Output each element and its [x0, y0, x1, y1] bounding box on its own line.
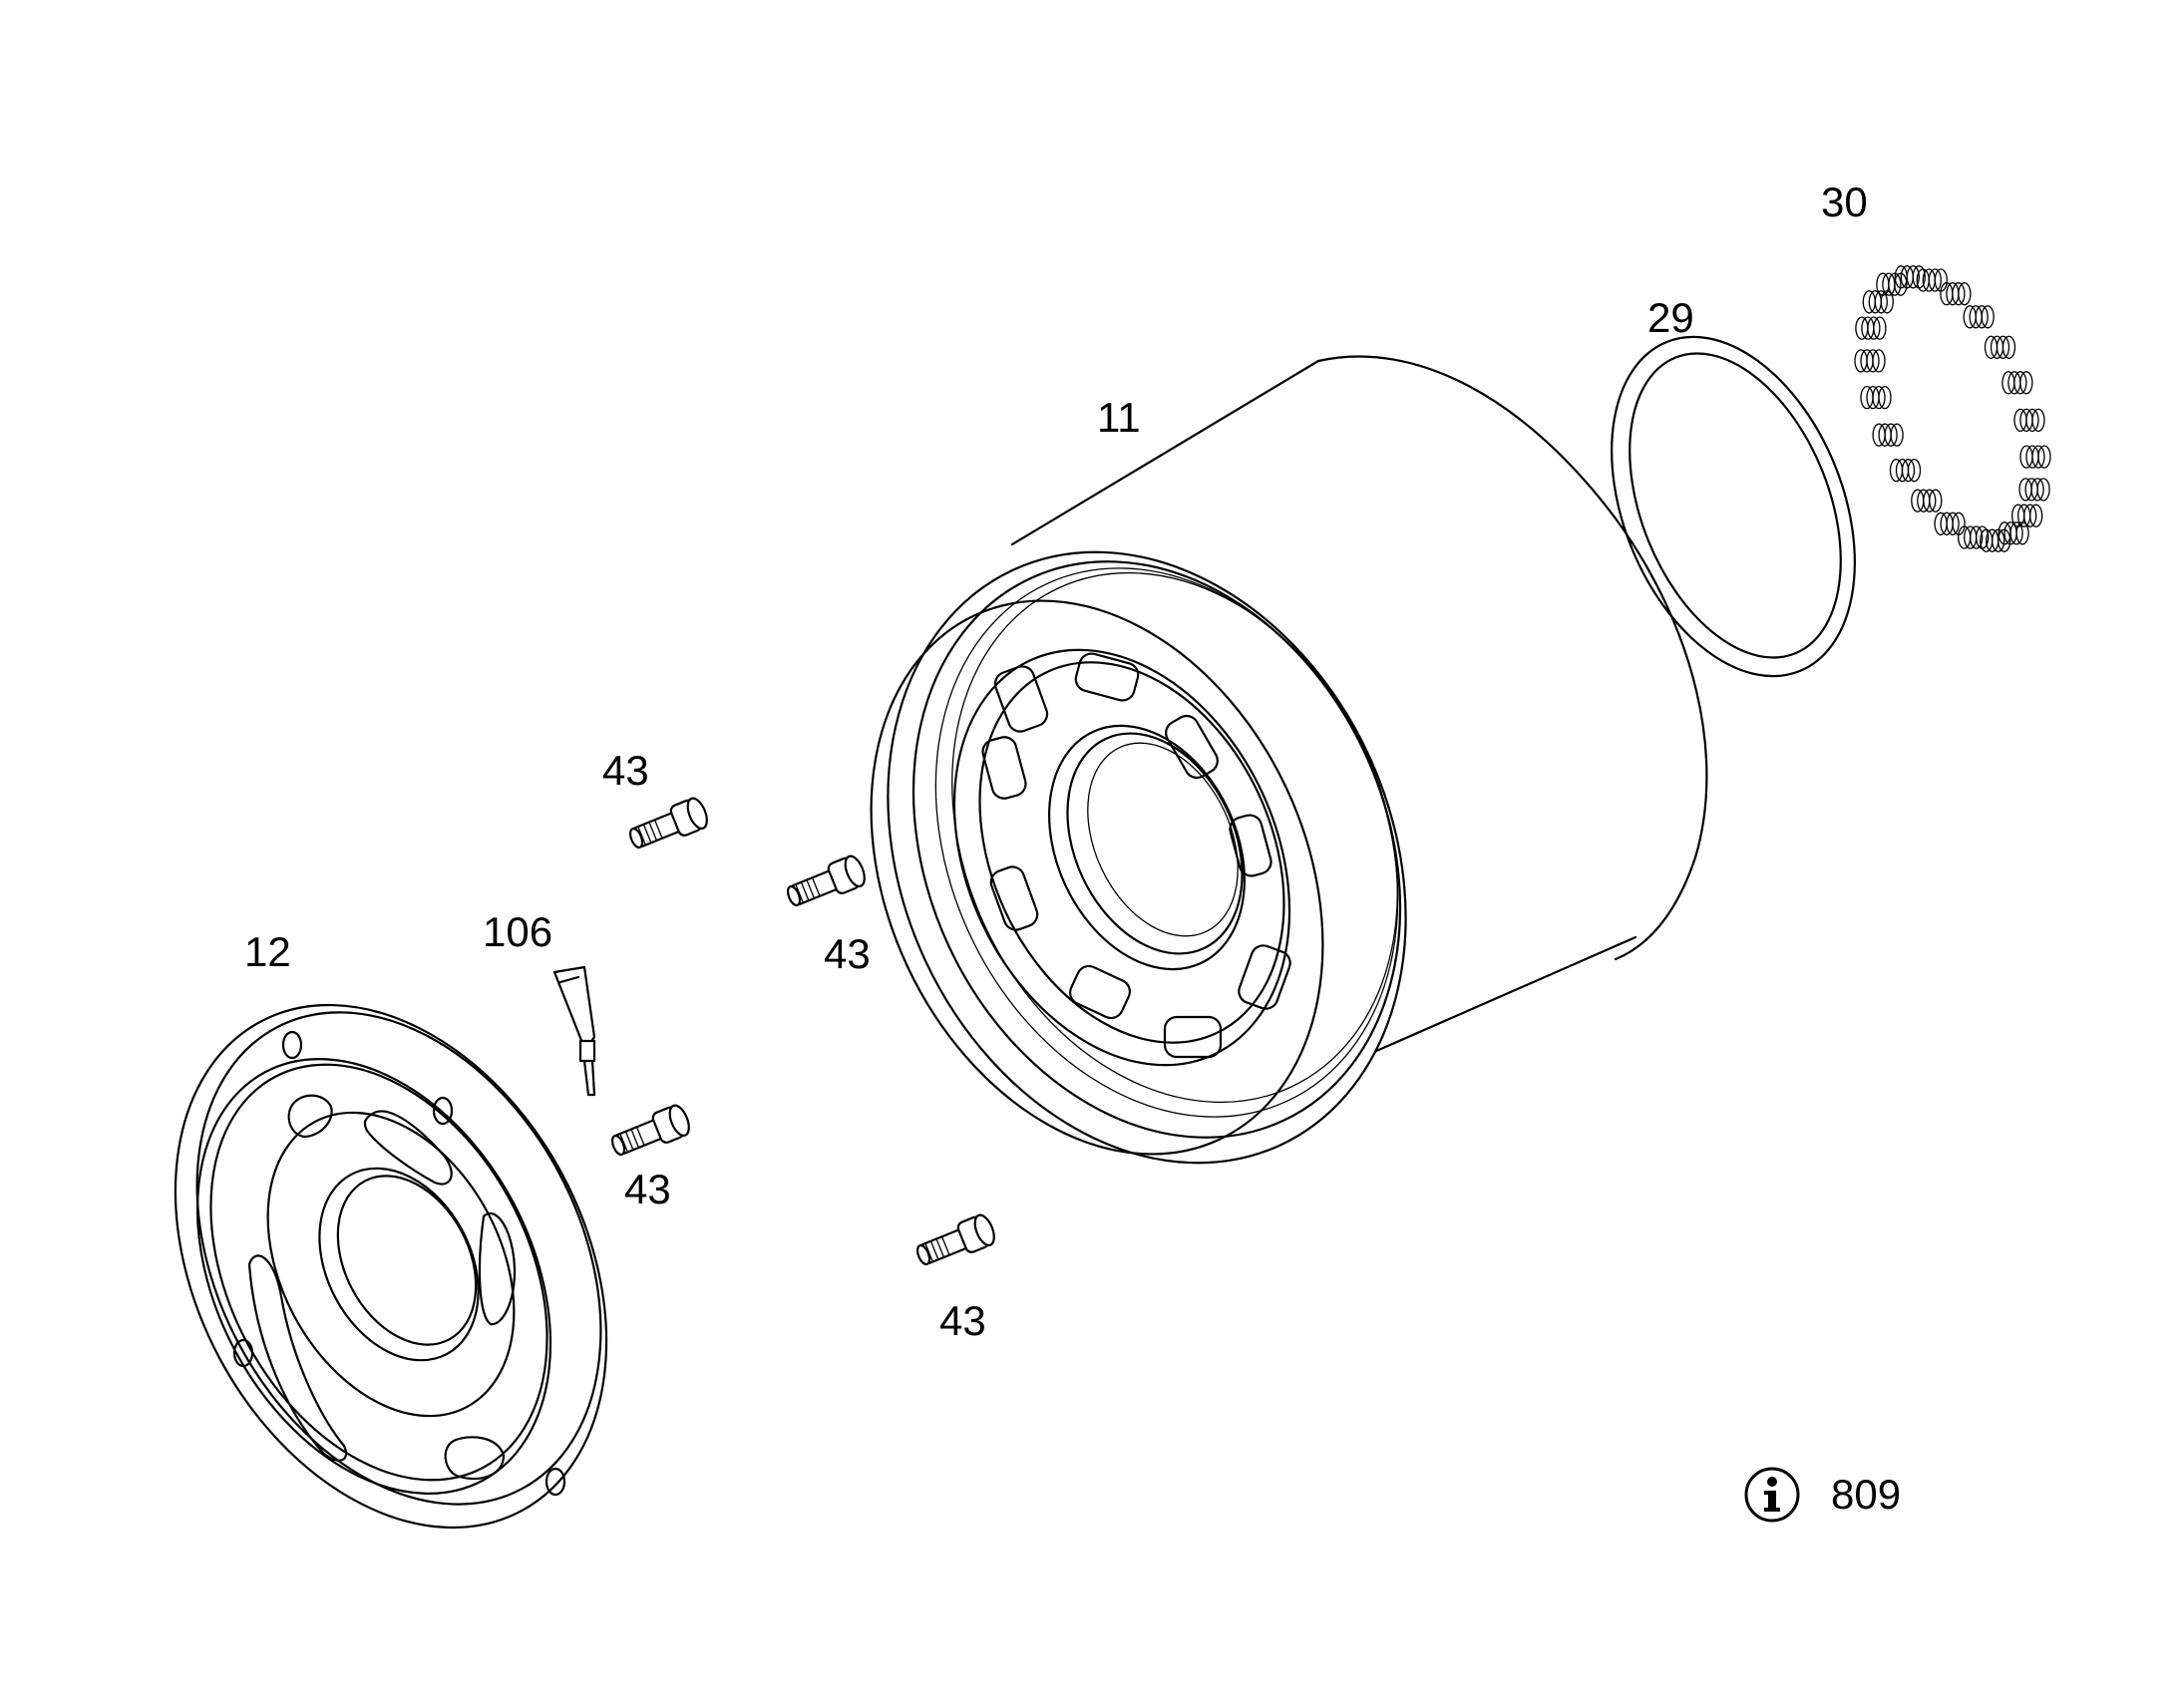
callout-43-c: 43: [624, 1166, 671, 1212]
spring-coil: [2018, 478, 2050, 502]
spring-coil: [1916, 268, 1948, 292]
spring-coil: [1876, 272, 1908, 296]
callout-43-a: 43: [602, 747, 649, 794]
screw-2: [786, 854, 866, 907]
screw-3: [610, 1104, 690, 1157]
spring-coil: [1889, 459, 1922, 483]
spring-coil: [1855, 316, 1887, 340]
screws-part: [610, 797, 995, 1266]
retaining-ring-part: [1611, 335, 1856, 678]
callout-43-b: 43: [824, 930, 871, 977]
spring-coil: [1860, 385, 1892, 410]
callout-11: 11: [1097, 394, 1141, 441]
info-icon: [1744, 1467, 1800, 1523]
cylinder-port-openings: [981, 652, 1291, 1059]
callout-30: 30: [1821, 178, 1868, 225]
spring-coil: [1911, 489, 1943, 512]
spring-coil: [2011, 504, 2043, 527]
callout-43-d: 43: [939, 1297, 986, 1344]
sealant-tube-part: [552, 965, 596, 1097]
screw-4: [915, 1213, 995, 1266]
spring-coil: [1998, 521, 2029, 545]
springs-part: [1854, 265, 2051, 552]
callout-29: 29: [1647, 294, 1694, 341]
spring-coil: [1980, 528, 2011, 552]
screw-1: [628, 797, 708, 850]
callout-106: 106: [483, 908, 553, 955]
info-reference-number: 809: [1831, 1471, 1902, 1518]
spring-coil: [1963, 305, 1995, 329]
spring-coil: [1984, 335, 2016, 359]
spring-coil: [2013, 408, 2045, 433]
valve-plate-part: [174, 1003, 608, 1530]
spring-coil: [1934, 512, 1966, 535]
spring-coil: [2019, 445, 2051, 469]
spring-coil: [1958, 525, 1990, 549]
spring-coil: [1854, 349, 1886, 373]
spring-coil: [2001, 371, 2033, 395]
cylinder-block-part: [870, 355, 1708, 1165]
spring-coil: [1862, 290, 1894, 314]
spring-coil: [1872, 423, 1904, 447]
callout-12: 12: [244, 928, 291, 975]
spring-coil: [1940, 282, 1972, 306]
